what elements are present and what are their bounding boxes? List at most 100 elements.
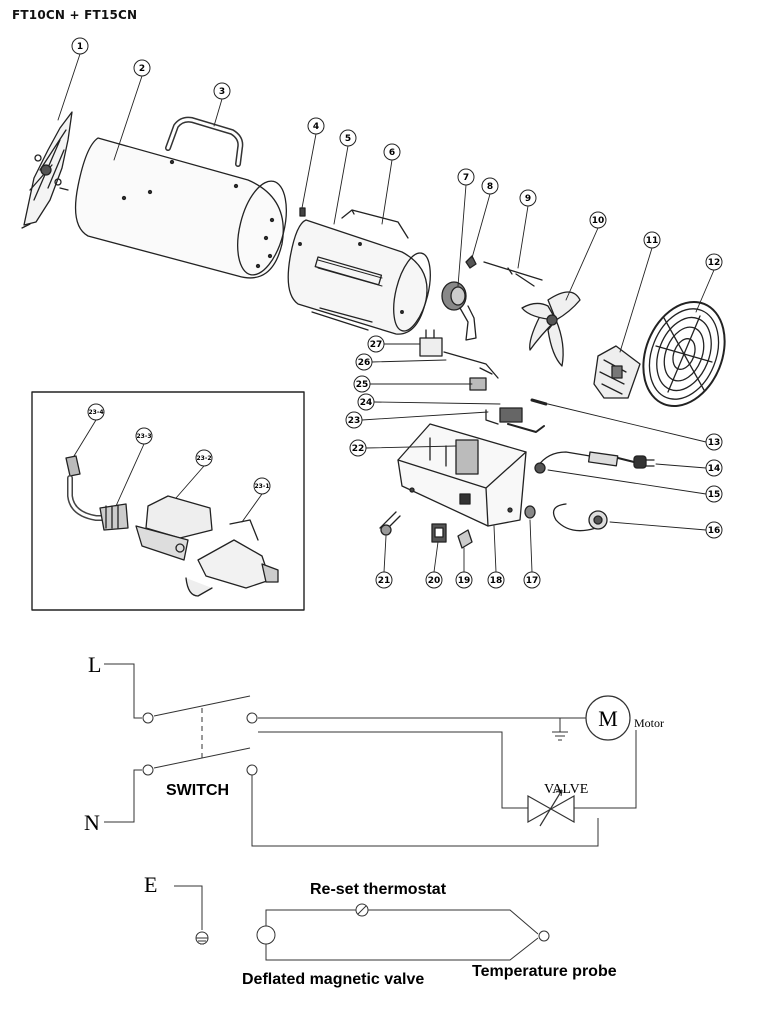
- callout-16-label: 16: [708, 526, 721, 536]
- part-control-housing-drawing: [397, 423, 527, 527]
- earth-label: E: [144, 872, 157, 897]
- callout-8-label: 8: [487, 182, 493, 192]
- callout-4: 4: [307, 117, 325, 135]
- callout-10-label: 10: [592, 216, 605, 226]
- callout-17-label: 17: [526, 576, 539, 586]
- switch-label: SWITCH: [166, 782, 229, 799]
- callout-3: 3: [213, 82, 231, 100]
- part-outer-cylinder-drawing: [74, 137, 287, 279]
- callout-23-4: 23-4: [87, 403, 105, 421]
- callout-7-label: 7: [463, 173, 469, 183]
- inset-valve-drawing: [65, 455, 279, 597]
- callout-13-label: 13: [708, 438, 721, 448]
- callout-27: 27: [367, 335, 385, 353]
- valve-label: VALVE: [544, 782, 588, 797]
- part-power-cord-drawing: [537, 451, 655, 469]
- callout-21-label: 21: [378, 576, 391, 586]
- callout-23-label: 23: [348, 416, 361, 426]
- callout-3-label: 3: [219, 87, 225, 97]
- callout-18-label: 18: [490, 576, 503, 586]
- callout-4-label: 4: [313, 122, 319, 132]
- callout-7: 7: [457, 168, 475, 186]
- callout-6-label: 6: [389, 148, 395, 158]
- callout-17: 17: [523, 571, 541, 589]
- earth-symbol-icon: [174, 885, 209, 945]
- part-electrode-drawing: [465, 255, 477, 269]
- callout-14: 14: [705, 459, 723, 477]
- callout-23-1: 23-1: [253, 477, 271, 495]
- callout-23: 23: [345, 411, 363, 429]
- inset-frame: [31, 391, 305, 611]
- callout-16: 16: [705, 521, 723, 539]
- part-combustion-chamber-drawing: [287, 219, 431, 335]
- part-fan-blade-drawing: [521, 291, 581, 367]
- callout-26: 26: [355, 353, 373, 371]
- callout-25: 25: [353, 375, 371, 393]
- part-small-controls-drawing: [379, 511, 473, 549]
- callout-14-label: 14: [708, 464, 721, 474]
- callout-18: 18: [487, 571, 505, 589]
- callout-9-label: 9: [525, 194, 531, 204]
- callout-23-2-label: 23-2: [196, 455, 211, 462]
- callout-23-1-label: 23-1: [254, 483, 269, 490]
- callout-group: 1 2 3 4 5 6 7 8 9 10 11 12 13 14 15 16 1…: [71, 37, 723, 589]
- callout-22-label: 22: [352, 444, 365, 454]
- part-nut-drawing: [524, 505, 536, 519]
- valve-symbol-icon: [527, 789, 575, 827]
- line-label: L: [88, 652, 101, 677]
- part-burner-drawing: [441, 281, 477, 341]
- callout-27-label: 27: [370, 340, 383, 350]
- callout-23-4-label: 23-4: [88, 409, 103, 416]
- part-gas-hose-drawing: [552, 503, 608, 532]
- safety-circuit: [256, 903, 550, 961]
- callout-23-3: 23-3: [135, 427, 153, 445]
- callout-1-label: 1: [77, 42, 83, 52]
- callout-19-label: 19: [458, 576, 471, 586]
- neutral-label: N: [84, 810, 100, 835]
- part-clip-drawing: [299, 207, 306, 217]
- part-cable-gland-drawing: [534, 462, 546, 474]
- part-probe-drawing: [483, 261, 543, 287]
- motor-symbol-icon: M: [585, 695, 631, 741]
- callout-6: 6: [383, 143, 401, 161]
- temperature-probe-label: Temperature probe: [472, 963, 617, 980]
- callout-25-label: 25: [356, 380, 369, 390]
- part-motor-drawing: [593, 345, 641, 399]
- leader-lines: [57, 53, 715, 573]
- callout-15: 15: [705, 485, 723, 503]
- page-title: FT10CN + FT15CN: [12, 8, 138, 22]
- callout-5-label: 5: [345, 134, 351, 144]
- part-rear-grille-drawing: [21, 111, 73, 229]
- callout-12: 12: [705, 253, 723, 271]
- callout-2-label: 2: [139, 64, 145, 74]
- part-bracket-drawing: [341, 209, 409, 239]
- callout-9: 9: [519, 189, 537, 207]
- reset-thermostat-label: Re-set thermostat: [310, 881, 447, 898]
- part-pin-drawing: [530, 398, 548, 406]
- motor-label: Motor: [634, 716, 664, 730]
- callout-5: 5: [339, 129, 357, 147]
- callout-24: 24: [357, 393, 375, 411]
- callout-22: 22: [349, 439, 367, 457]
- part-handle-drawing: [165, 116, 244, 167]
- callout-1: 1: [71, 37, 89, 55]
- callout-11-label: 11: [646, 236, 659, 246]
- magnetic-valve-label: Deflated magnetic valve: [242, 971, 424, 988]
- wiring-diagram: [104, 663, 637, 847]
- callout-10: 10: [589, 211, 607, 229]
- part-valve-assembly-drawing: [419, 329, 545, 433]
- callout-19: 19: [455, 571, 473, 589]
- callout-24-label: 24: [360, 398, 373, 408]
- callout-20: 20: [425, 571, 443, 589]
- motor-symbol-label: M: [598, 706, 618, 731]
- callout-12-label: 12: [708, 258, 721, 268]
- callout-26-label: 26: [358, 358, 371, 368]
- callout-8: 8: [481, 177, 499, 195]
- callout-13: 13: [705, 433, 723, 451]
- callout-21: 21: [375, 571, 393, 589]
- inset-leader-lines: [73, 419, 263, 523]
- callout-20-label: 20: [428, 576, 441, 586]
- callout-15-label: 15: [708, 490, 721, 500]
- callout-23-3-label: 23-3: [136, 433, 151, 440]
